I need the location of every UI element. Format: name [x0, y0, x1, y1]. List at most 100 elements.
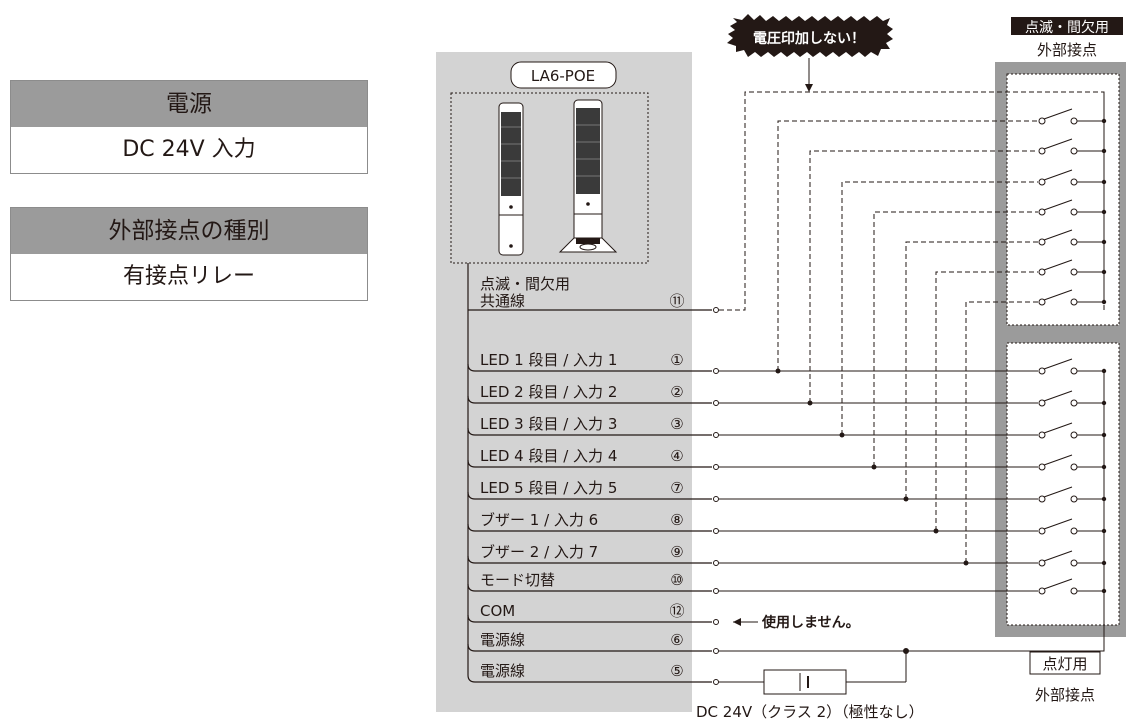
wire-row: LED 2 段目 / 入力 2 ②	[467, 383, 719, 406]
wire-line	[467, 555, 712, 564]
wire-row: LED 3 段目 / 入力 3 ③	[467, 415, 719, 438]
wire-row: モード切替 ⑩	[467, 571, 719, 594]
wire-label: LED 3 段目 / 入力 3	[480, 415, 617, 433]
junction-dot	[839, 432, 845, 438]
wire-line	[467, 427, 712, 436]
wire-terminal	[713, 619, 719, 625]
wire-pin: ②	[670, 383, 683, 401]
wire-terminal	[713, 432, 719, 438]
wire-line	[467, 491, 712, 500]
wire-terminal	[713, 679, 719, 685]
wire-line	[467, 614, 712, 623]
wire-pin: ①	[670, 351, 683, 369]
wire-row: LED 5 段目 / 入力 5 ⑦	[467, 479, 719, 502]
wire-terminal	[713, 560, 719, 566]
relay-contact	[1038, 390, 1107, 407]
com-note-text: 使用しません。	[761, 614, 860, 631]
signal-tower-pole-mount-illustration	[498, 102, 524, 256]
wire-terminal	[713, 368, 719, 374]
blink-contact-frame	[1006, 73, 1120, 326]
wire-label: 電源線	[480, 662, 525, 680]
wire-label: LED 1 段目 / 入力 1	[480, 351, 617, 369]
contact-type-box: 外部接点の種別 有接点リレー	[10, 207, 368, 301]
lighting-tag-box	[1029, 651, 1101, 675]
wire-row: LED 1 段目 / 入力 1 ①	[467, 351, 719, 374]
relay-contact	[1038, 138, 1107, 155]
power-value: DC 24V 入力	[11, 127, 367, 173]
junction-dot	[871, 464, 877, 470]
wire-pin: ⑫	[669, 602, 684, 620]
wire-label: 電源線	[480, 631, 525, 649]
wire-terminal	[713, 528, 719, 534]
power-supply-label: DC 24V（クラス 2）（極性なし）	[696, 703, 924, 721]
power-box: 電源 DC 24V 入力	[10, 80, 368, 174]
wire-row: 電源線 ⑤	[480, 662, 719, 685]
contact-switches	[1038, 92, 1107, 595]
warning-banner: 電圧印加しない！	[727, 14, 893, 92]
relay-contact	[1038, 454, 1107, 471]
common-bus-line	[467, 263, 712, 683]
common-line-label-2: 共通線	[480, 292, 525, 310]
warning-text: 電圧印加しない！	[753, 30, 865, 47]
common-line-terminal	[713, 307, 719, 313]
lighting-wiring	[719, 368, 1105, 652]
wire-label: COM	[480, 602, 515, 620]
contact-type-value: 有接点リレー	[11, 254, 367, 300]
common-line-pin: ⑪	[669, 292, 684, 310]
junction-dot	[963, 560, 969, 566]
lighting-tag: 点灯用	[1042, 655, 1087, 673]
com-note: 使用しません。	[733, 614, 860, 631]
relay-contact	[1038, 518, 1107, 535]
wire-terminal	[713, 648, 719, 654]
wire-line	[467, 583, 712, 592]
wire-label: ブザー 2 / 入力 7	[480, 543, 598, 561]
relay-contact	[1038, 486, 1107, 503]
junction-dot	[775, 368, 781, 374]
wire-terminal	[713, 496, 719, 502]
wire-pin: ⑩	[670, 571, 683, 589]
relay-contact	[1038, 289, 1107, 306]
wire-line	[467, 363, 712, 372]
model-label: LA6-POE	[531, 67, 595, 85]
wire-label: モード切替	[480, 571, 555, 589]
wire-label: LED 5 段目 / 入力 5	[480, 479, 617, 497]
wire-row: ブザー 2 / 入力 7 ⑨	[467, 543, 719, 566]
wire-line	[467, 395, 712, 404]
wire-line	[467, 643, 712, 652]
wire-row: COM ⑫	[467, 602, 719, 625]
product-frame	[450, 92, 649, 264]
common-line-label-1: 点滅・間欠用	[480, 275, 570, 293]
wire-line	[467, 523, 712, 532]
relay-contact	[1038, 229, 1107, 246]
wire-pin: ⑨	[670, 543, 683, 561]
lighting-contact-label: 外部接点	[1035, 686, 1095, 704]
blink-tag-bg	[1011, 17, 1123, 35]
wire-pin: ⑤	[670, 662, 683, 680]
wire-list: LED 1 段目 / 入力 1 ① LED 2 段目 / 入力 2 ② LED 3 段目…	[467, 307, 719, 685]
power-title: 電源	[11, 81, 367, 127]
relay-contact	[1038, 578, 1107, 595]
relay-contact	[1038, 199, 1107, 216]
wire-label: LED 4 段目 / 入力 4	[480, 447, 617, 465]
relay-contact	[1038, 259, 1107, 276]
relay-contact	[1038, 169, 1107, 186]
wire-line	[467, 459, 712, 468]
wire-terminal	[713, 464, 719, 470]
lighting-contact-frame	[1006, 342, 1120, 626]
wire-row: LED 4 段目 / 入力 4 ④	[467, 447, 719, 470]
relay-contact	[1038, 422, 1107, 439]
blink-contact-label: 外部接点	[1037, 41, 1097, 59]
wire-terminal	[713, 400, 719, 406]
wire-pin: ⑥	[670, 631, 683, 649]
wire-row: 電源線 ⑥	[467, 631, 719, 654]
wire-label: ブザー 1 / 入力 6	[480, 511, 598, 529]
wire-pin: ⑦	[670, 479, 683, 497]
wire-pin: ③	[670, 415, 683, 433]
wire-terminal	[713, 588, 719, 594]
junction-dot	[933, 528, 939, 534]
wire-pin: ④	[670, 447, 683, 465]
wire-label: LED 2 段目 / 入力 2	[480, 383, 617, 401]
power-supply	[718, 648, 909, 695]
